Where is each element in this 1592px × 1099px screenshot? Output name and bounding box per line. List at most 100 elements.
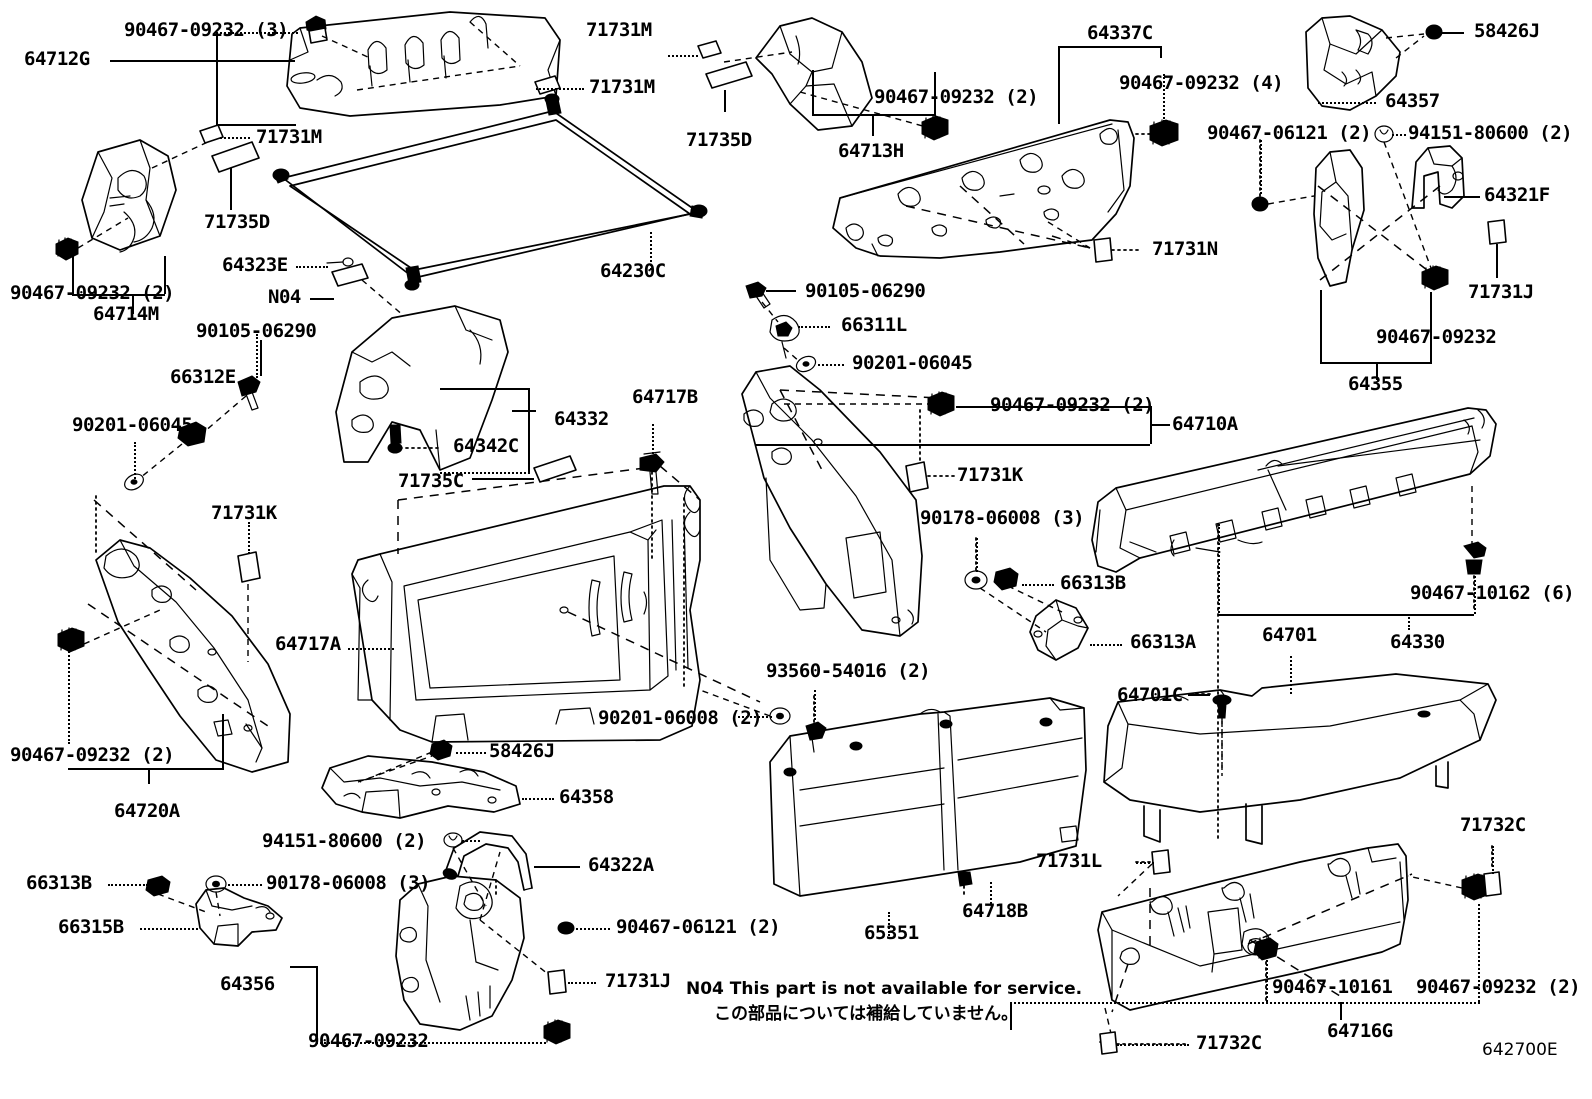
leader-90201-06045-r — [818, 364, 844, 366]
label-64710A: 64710A — [1172, 413, 1238, 435]
leader-90105-06290-l — [260, 340, 262, 376]
label-71731J-lower: 71731J — [605, 970, 671, 992]
leader-66313B-r — [1022, 584, 1054, 586]
leader-90467-10162-v — [1474, 576, 1476, 614]
label-64717A: 64717A — [275, 633, 341, 655]
leader-71731M-c — [668, 55, 698, 57]
label-90467-06121-lower: 90467-06121 (2) — [616, 916, 781, 938]
leader-64713H-stem — [872, 114, 874, 136]
leader-64332-v — [528, 388, 530, 474]
label-93560-54016: 93560-54016 (2) — [766, 660, 931, 682]
label-90467-09232-64356: 90467-09232 — [308, 1030, 429, 1052]
tab-71731M-c — [698, 41, 721, 58]
part-65351-shape — [770, 698, 1086, 896]
label-66315B: 66315B — [58, 916, 124, 938]
leader-66312E-v — [256, 334, 258, 378]
part-64321F-shape — [1412, 146, 1464, 208]
label-66311L: 66311L — [841, 314, 907, 336]
label-90467-09232-64710A: 90467-09232 (2) — [990, 394, 1155, 416]
fastener-58426J-top — [1426, 25, 1442, 39]
part-64355-shape — [1314, 150, 1440, 286]
label-64230C: 64230C — [600, 260, 666, 282]
leader-58426J-center — [456, 752, 486, 754]
leader-71731J-lower — [568, 982, 596, 984]
leader-90467-06121-v — [1260, 140, 1262, 194]
part-N04-shape — [332, 264, 404, 316]
label-71731N: 71731N — [1152, 238, 1218, 260]
leader-90467-09232-64720A-v — [68, 648, 70, 744]
leader-64712G-h — [110, 60, 295, 62]
leader-64716G-left — [1010, 1002, 1012, 1030]
fastener-90201-06045-a — [140, 422, 206, 478]
fastener-66313B-right — [994, 568, 1062, 612]
fastener-64701C — [1196, 694, 1231, 776]
label-71731L: 71731L — [1036, 850, 1102, 872]
clip-90467-09232-64355 — [1422, 266, 1448, 290]
part-66313A-shape — [1030, 600, 1088, 660]
label-64701: 64701 — [1262, 624, 1317, 646]
service-note-jp: この部品については補給していません。 — [714, 1004, 1019, 1024]
part-64716G-shape — [1098, 844, 1412, 1042]
label-71735C: 71735C — [398, 470, 464, 492]
label-71731K-b: 71731K — [957, 464, 1023, 486]
part-64230C-shape — [273, 94, 707, 290]
tab-71731J-lower — [548, 970, 566, 994]
leader-64714M-h — [72, 294, 165, 296]
leader-64714M-stem — [132, 294, 134, 314]
leader-66311L — [798, 326, 830, 328]
label-90467-09232-64720A: 90467-09232 (2) — [10, 744, 175, 766]
leader-64710A-h — [756, 444, 1150, 446]
label-66313B-left: 66313B — [26, 872, 92, 894]
label-90467-09232-4: 90467-09232 (4) — [1119, 72, 1284, 94]
leader-64701-v — [1290, 656, 1292, 694]
part-66315B-shape — [196, 888, 282, 946]
label-90201-06008: 90201-06008 (2) — [598, 707, 763, 729]
part-64356-shape — [396, 852, 558, 1030]
tab-71735D-b — [706, 62, 752, 88]
leader-71731M-b — [220, 137, 250, 139]
label-N04: N04 — [268, 286, 301, 308]
tab-71731M-b — [200, 125, 223, 143]
label-66312E: 66312E — [170, 366, 236, 388]
part-64714M-shape — [82, 140, 212, 252]
label-90467-09232-3: 90467-09232 (3) — [124, 19, 289, 41]
clip-58426J-center — [360, 740, 452, 782]
label-58426J-top: 58426J — [1474, 20, 1540, 42]
label-90467-09232-64355: 90467-09232 — [1376, 326, 1497, 348]
label-90467-10162: 90467-10162 (6) — [1410, 582, 1575, 604]
leader-66313B-l — [108, 884, 148, 886]
part-64712G-shape — [287, 12, 560, 116]
leader-64357 — [1318, 102, 1376, 104]
leader-64330-stem — [1408, 614, 1410, 630]
label-90467-09232-64714M: 90467-09232 (2) — [10, 282, 175, 304]
clip-90467-09232-64716G — [1408, 874, 1490, 900]
leader-64356-h — [290, 966, 318, 968]
part-64717A-shape — [352, 466, 760, 742]
leader-64337C-h — [1058, 46, 1162, 48]
label-71735D-a: 71735D — [204, 211, 270, 233]
leader-90467-09232-4 — [1163, 74, 1165, 122]
leader-71732C-b — [1117, 1044, 1189, 1046]
label-65351: 65351 — [864, 922, 919, 944]
fastener-90467-06121-upper — [1252, 140, 1314, 211]
leader-71735D-a — [230, 168, 232, 210]
clip-90467-09232-top — [306, 16, 370, 58]
leader-64342C-h — [440, 472, 530, 474]
part-64322A-shape — [442, 832, 532, 890]
tab-71735C — [534, 456, 576, 482]
leader-64714M-v — [164, 256, 166, 294]
tab-71731J-upper — [1488, 220, 1506, 244]
fastener-66312E — [204, 376, 260, 432]
leader-64710A-stem — [1150, 424, 1170, 426]
clip-90467-09232-64720A — [58, 610, 160, 652]
label-64355: 64355 — [1348, 373, 1403, 395]
leader-90178-06008-r — [976, 538, 978, 572]
leader-58426J-top — [1442, 32, 1464, 34]
leader-71731M-a — [536, 88, 584, 90]
leader-65351-v — [888, 912, 890, 936]
label-71731M-b: 71731M — [256, 126, 322, 148]
label-66313A: 66313A — [1130, 631, 1196, 653]
clip-90467-09232-64356 — [544, 1020, 570, 1044]
clip-90467-09232-64713H — [922, 116, 948, 140]
label-71731M-a: 71731M — [589, 76, 655, 98]
